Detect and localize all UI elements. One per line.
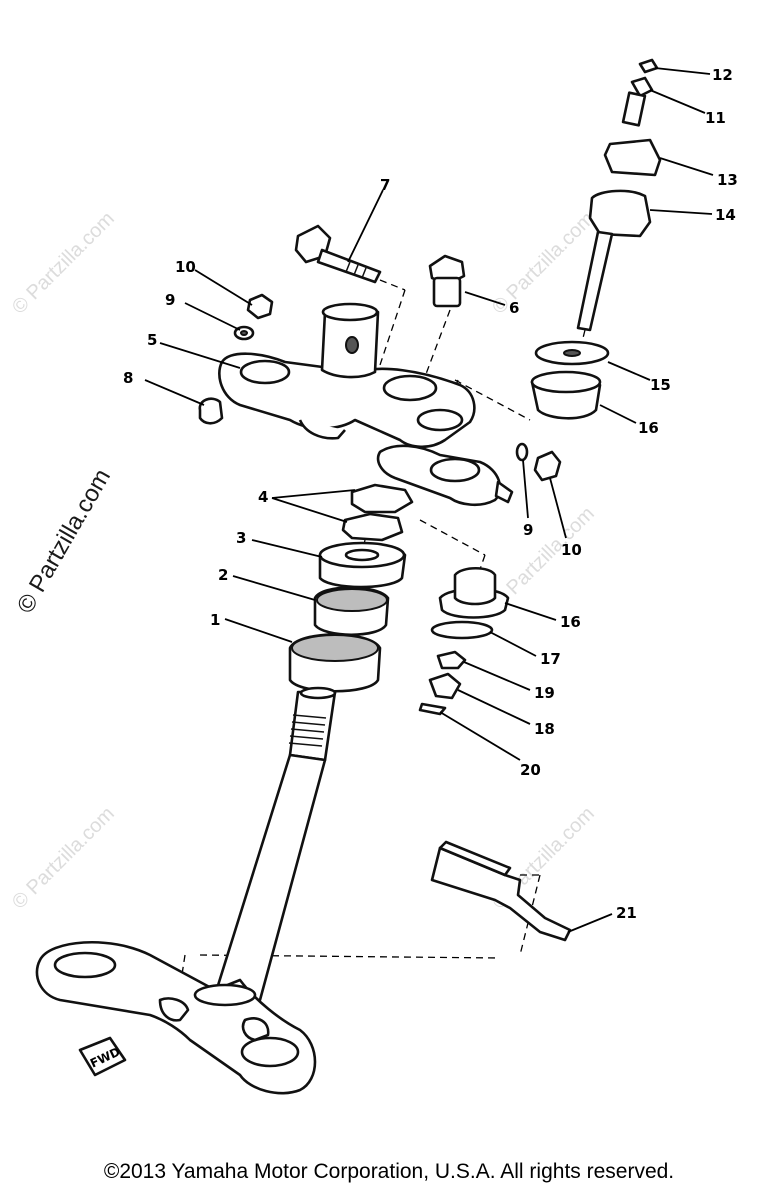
right-nut-washer: [515, 442, 562, 482]
copyright-notice: ©2013 Yamaha Motor Corporation, U.S.A. A…: [103, 1160, 675, 1183]
callout-16-upper: 16: [638, 419, 659, 437]
callout-20: 20: [520, 761, 541, 779]
steering-bearings: [288, 483, 414, 693]
callout-9-left: 9: [165, 291, 175, 309]
callout-10-right: 10: [561, 541, 582, 559]
callout-14: 14: [715, 206, 736, 224]
callout-9-right: 9: [523, 521, 533, 539]
watermark-main: © Partzilla.com: [12, 464, 116, 618]
callout-4: 4: [258, 488, 268, 506]
callout-19: 19: [534, 684, 555, 702]
watermark: © Partzilla.com: [8, 803, 119, 914]
callout-11: 11: [705, 109, 726, 127]
damper-parts: [418, 566, 510, 716]
upper-bracket: [198, 302, 514, 507]
callout-13: 13: [717, 171, 738, 189]
callout-8: 8: [123, 369, 133, 387]
callout-10-left: 10: [175, 258, 196, 276]
left-nut-washer: [233, 293, 274, 341]
bolt-7: [294, 224, 382, 284]
callout-2: 2: [218, 566, 228, 584]
callouts: 1 2 3 4 5 6 7 8 9 9 10 10 11 12 13 14 15…: [123, 66, 738, 922]
callout-3: 3: [236, 529, 246, 547]
callout-15: 15: [650, 376, 671, 394]
callout-21: 21: [616, 904, 637, 922]
handlebar-holder: [530, 58, 662, 420]
leader-lines: [144, 67, 714, 933]
callout-6: 6: [509, 299, 519, 317]
callout-12: 12: [712, 66, 733, 84]
callout-17: 17: [540, 650, 561, 668]
callout-5: 5: [147, 331, 157, 349]
watermark: © Partzilla.com: [8, 208, 119, 319]
steering-stem: FWD: [35, 686, 337, 1095]
bolt-6: [428, 254, 466, 308]
callout-18: 18: [534, 720, 555, 738]
callout-1: 1: [210, 611, 220, 629]
callout-16-lower: 16: [560, 613, 581, 631]
callout-7: 7: [380, 176, 390, 194]
hose-holder: [430, 840, 572, 942]
